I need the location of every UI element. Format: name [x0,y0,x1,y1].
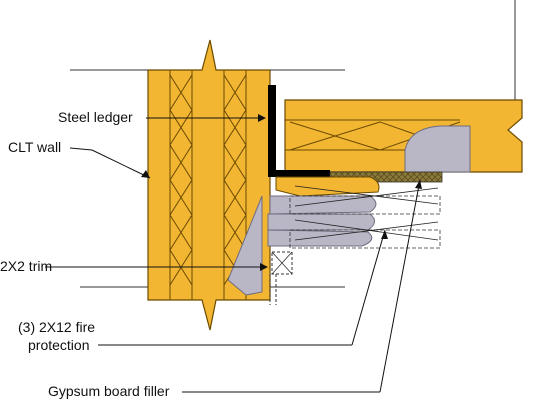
fire-protection-layer-3 [267,213,375,231]
label-clt-wall: CLT wall [8,139,62,155]
leader-clt-wall [69,147,93,151]
fire-protection-layer-2 [269,195,377,215]
fire-protection-layer-4 [267,229,373,247]
fastener-arrows [294,185,439,241]
floor-slab-cross-lam [289,121,461,151]
label-gypsum-board-filler: Gypsum board filler [48,383,170,399]
fire-protection-layer-1 [275,176,380,197]
steel-ledger-angle [268,85,330,177]
gypsum-wedge [227,195,263,296]
label-fire-protection-line1: (3) 2X12 fire [18,319,96,335]
clt-floor-slab [284,99,523,173]
label-steel-ledger: Steel ledger [58,109,133,125]
gypsum-round-cap [404,125,471,173]
board-outline-1 [289,195,441,215]
leader-lines [45,117,421,393]
label-fire-protection-line2: protection [28,337,90,353]
label-2x2-trim: 2X2 trim [0,258,53,274]
leader-arrowheads [141,114,422,271]
